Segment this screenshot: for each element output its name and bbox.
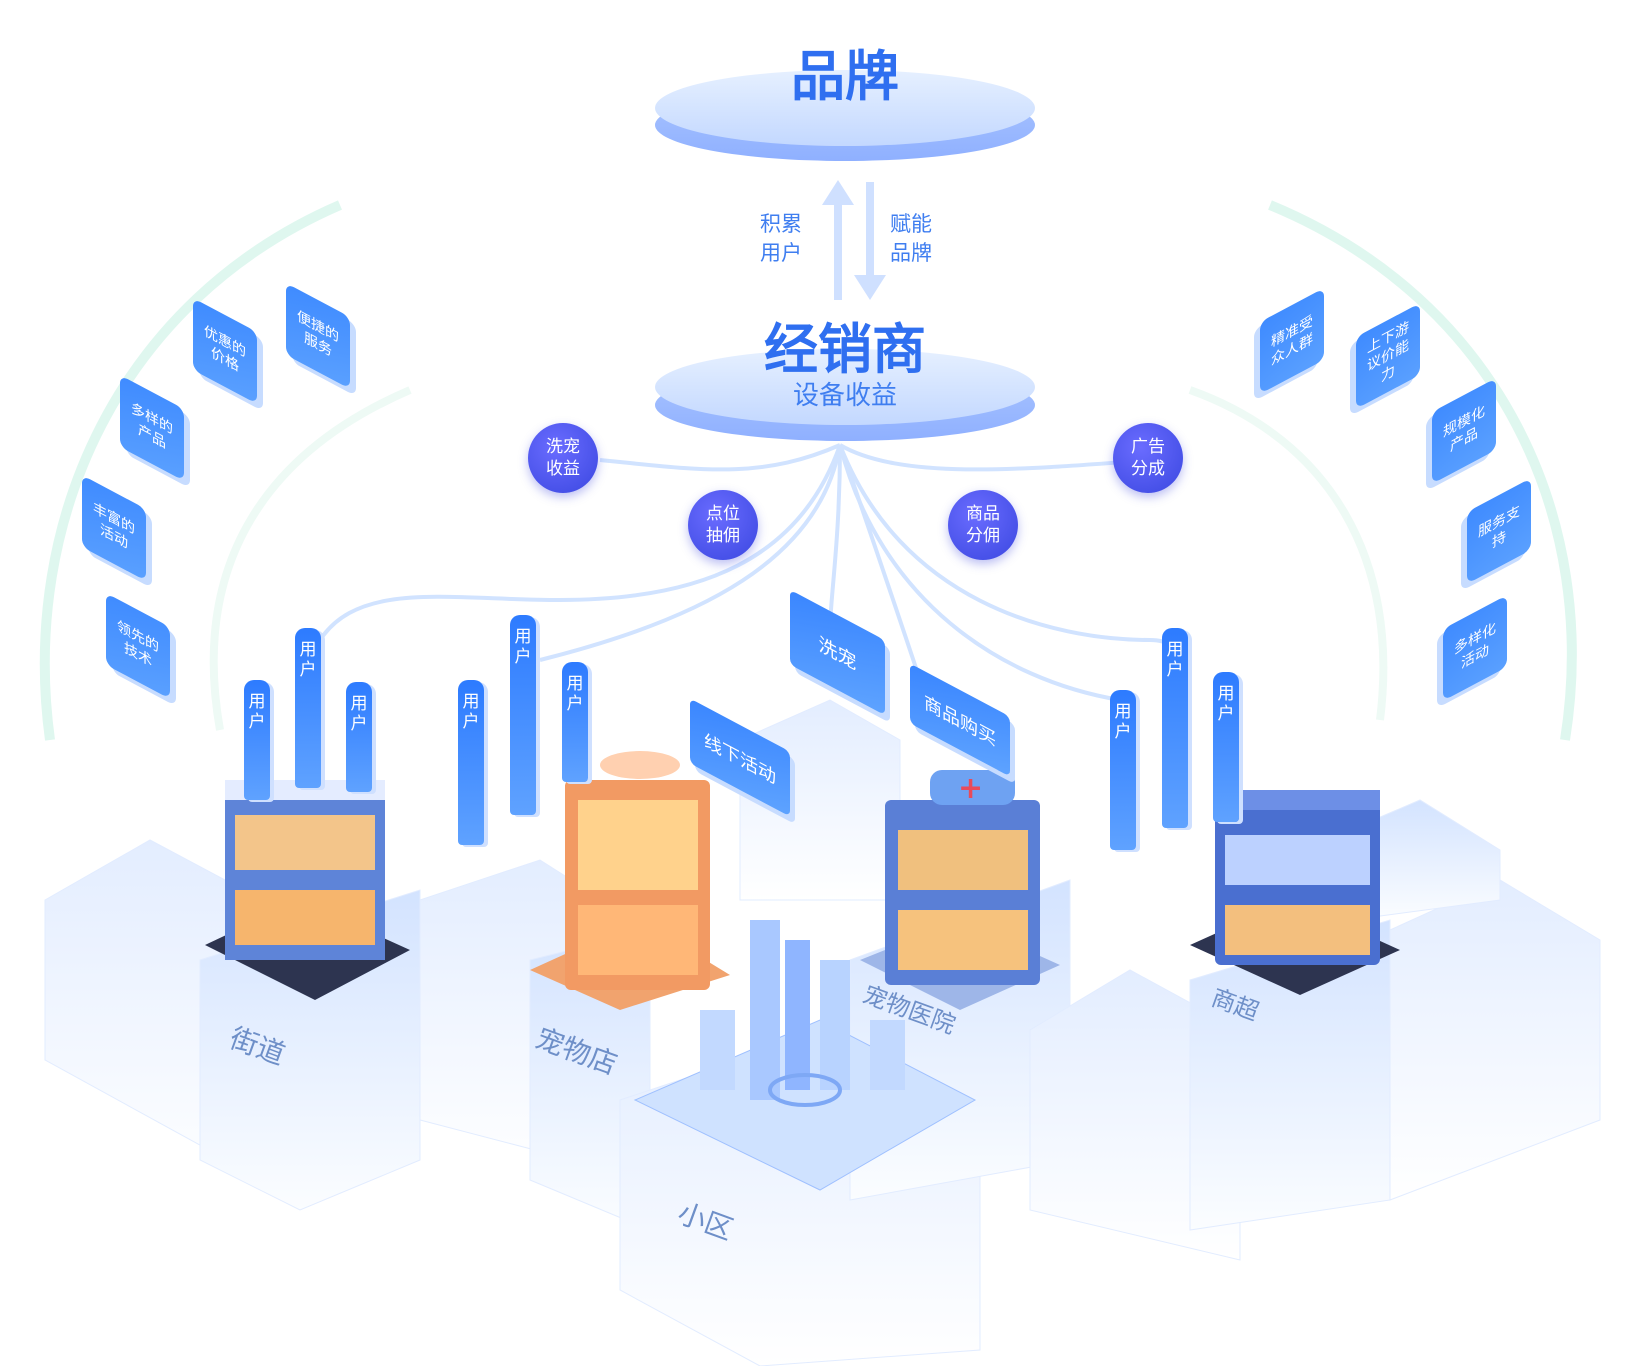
inner-arc-left	[209, 386, 412, 731]
inner-arc-right	[1188, 386, 1388, 721]
pillar-text: 用户	[248, 692, 266, 732]
line2: 分成	[1131, 459, 1165, 479]
distributor-title: 经销商	[764, 318, 926, 381]
outer-arc-left	[39, 200, 342, 741]
line1: 商品	[966, 504, 1000, 524]
pillar-text: 用户	[1217, 684, 1235, 724]
connector-lines	[318, 443, 1182, 702]
line1: 洗宠	[546, 437, 580, 457]
svg-text:+: +	[958, 771, 983, 806]
up-arrow	[822, 180, 854, 300]
user-pillar: 用户	[1162, 628, 1188, 828]
building-pet-store	[530, 751, 730, 1010]
pillar-text: 用户	[514, 627, 532, 667]
tag-text: 规模化产品	[1443, 402, 1485, 456]
building-community	[633, 920, 977, 1191]
label-line: 品牌	[890, 241, 932, 265]
pillar-text: 用户	[462, 692, 480, 732]
tag-text: 服务支持	[1478, 502, 1520, 552]
pillar-text: 用户	[299, 640, 317, 680]
pillar-text: 用户	[350, 694, 368, 734]
line1: 点位	[706, 504, 740, 524]
building-pet-hospital: +	[860, 770, 1060, 1010]
tag-text: 丰富的活动	[93, 499, 135, 553]
line1: 广告	[1131, 437, 1165, 457]
tag-text: 多样化活动	[1454, 619, 1496, 673]
building-street	[205, 780, 410, 1000]
line2: 收益	[546, 459, 580, 479]
user-pillar: 用户	[1213, 672, 1239, 822]
revenue-ad-share: 广告分成	[1113, 423, 1183, 493]
pillar-text: 用户	[1114, 702, 1132, 742]
revenue-pet-wash: 洗宠收益	[528, 423, 598, 493]
user-pillar: 用户	[244, 680, 270, 800]
outer-arc-right	[1268, 200, 1577, 741]
user-pillar: 用户	[562, 662, 588, 782]
accumulate-users-label: 积累 用户	[760, 210, 802, 268]
pillar-text: 用户	[566, 674, 584, 714]
tag-text: 便捷的服务	[297, 307, 339, 361]
brand-title: 品牌	[791, 45, 899, 108]
label-line: 用户	[760, 241, 802, 265]
label-line: 赋能	[890, 212, 932, 236]
tag-text: 精准受众人群	[1271, 312, 1313, 370]
tag-text: 领先的技术	[117, 617, 159, 671]
line2: 抽佣	[706, 526, 740, 546]
pillar-text: 用户	[1166, 640, 1184, 680]
label-line: 积累	[760, 212, 802, 236]
down-arrow	[854, 182, 886, 300]
user-pillar: 用户	[295, 628, 321, 788]
revenue-location-commission: 点位抽佣	[688, 490, 758, 560]
tag-text: 优惠的价格	[204, 322, 246, 376]
user-pillar: 用户	[510, 615, 536, 815]
distributor-subtitle: 设备收益	[792, 381, 897, 411]
empower-brand-label: 赋能 品牌	[890, 210, 932, 268]
tag-text: 多样的产品	[131, 399, 173, 453]
user-pillar: 用户	[458, 680, 484, 845]
revenue-product-commission: 商品分佣	[948, 490, 1018, 560]
building-supermarket	[1190, 790, 1400, 995]
line2: 分佣	[966, 526, 1000, 546]
user-pillar: 用户	[346, 682, 372, 792]
user-pillar: 用户	[1110, 690, 1136, 850]
